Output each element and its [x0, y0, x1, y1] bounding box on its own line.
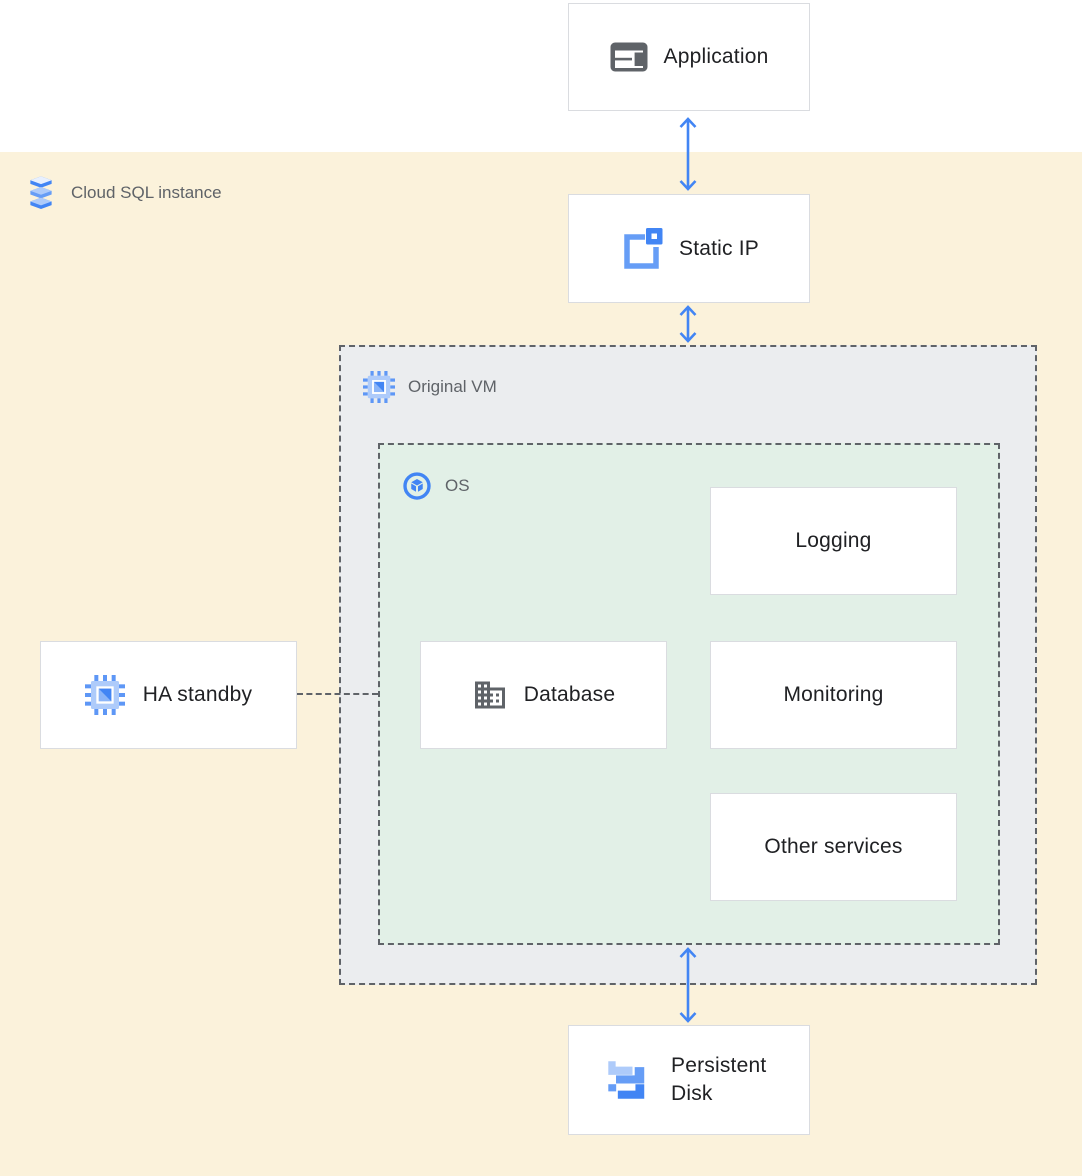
os-text: OS — [445, 476, 470, 495]
ha-standby-connector — [297, 693, 378, 695]
os-icon — [403, 472, 431, 500]
building-icon — [474, 681, 505, 709]
ha-standby-node: HA standby — [40, 641, 297, 749]
original-vm-label: Original VM — [363, 371, 497, 403]
arrow-application-staticip — [679, 117, 697, 191]
persistent-disk-label: Persistent Disk — [671, 1052, 766, 1108]
cloud-sql-icon — [30, 176, 52, 210]
application-label: Application — [663, 45, 769, 68]
other-services-label: Other services — [764, 835, 903, 858]
persistent-disk-line2: Disk — [671, 1082, 713, 1105]
persistent-disk-icon — [608, 1061, 645, 1099]
original-vm-container: Original VM OS Logging Database — [339, 345, 1037, 985]
database-label: Database — [523, 683, 616, 706]
os-container: OS Logging Database Monitoring Other ser… — [378, 443, 1000, 945]
persistent-disk-line1: Persistent — [671, 1054, 767, 1077]
cloud-sql-instance-label: Cloud SQL instance — [24, 176, 222, 210]
compute-engine-icon — [84, 675, 125, 715]
original-vm-text: Original VM — [408, 377, 497, 396]
compute-engine-icon — [363, 371, 395, 403]
database-node: Database — [420, 641, 667, 749]
app-window-icon — [610, 42, 648, 72]
monitoring-node: Monitoring — [710, 641, 957, 749]
other-services-node: Other services — [710, 793, 957, 901]
static-ip-label: Static IP — [679, 236, 759, 260]
persistent-disk-node: Persistent Disk — [568, 1025, 810, 1135]
monitoring-label: Monitoring — [783, 683, 884, 706]
external-ip-icon — [624, 227, 663, 269]
arrow-staticip-vm — [679, 305, 697, 343]
logging-node: Logging — [710, 487, 957, 595]
cloud-sql-instance-text: Cloud SQL instance — [71, 183, 222, 202]
application-node: Application — [568, 3, 810, 111]
arrow-os-persistentdisk — [679, 947, 697, 1023]
os-label: OS — [402, 471, 470, 501]
static-ip-node: Static IP — [568, 194, 810, 303]
ha-standby-label: HA standby — [142, 683, 253, 706]
logging-label: Logging — [795, 529, 872, 552]
